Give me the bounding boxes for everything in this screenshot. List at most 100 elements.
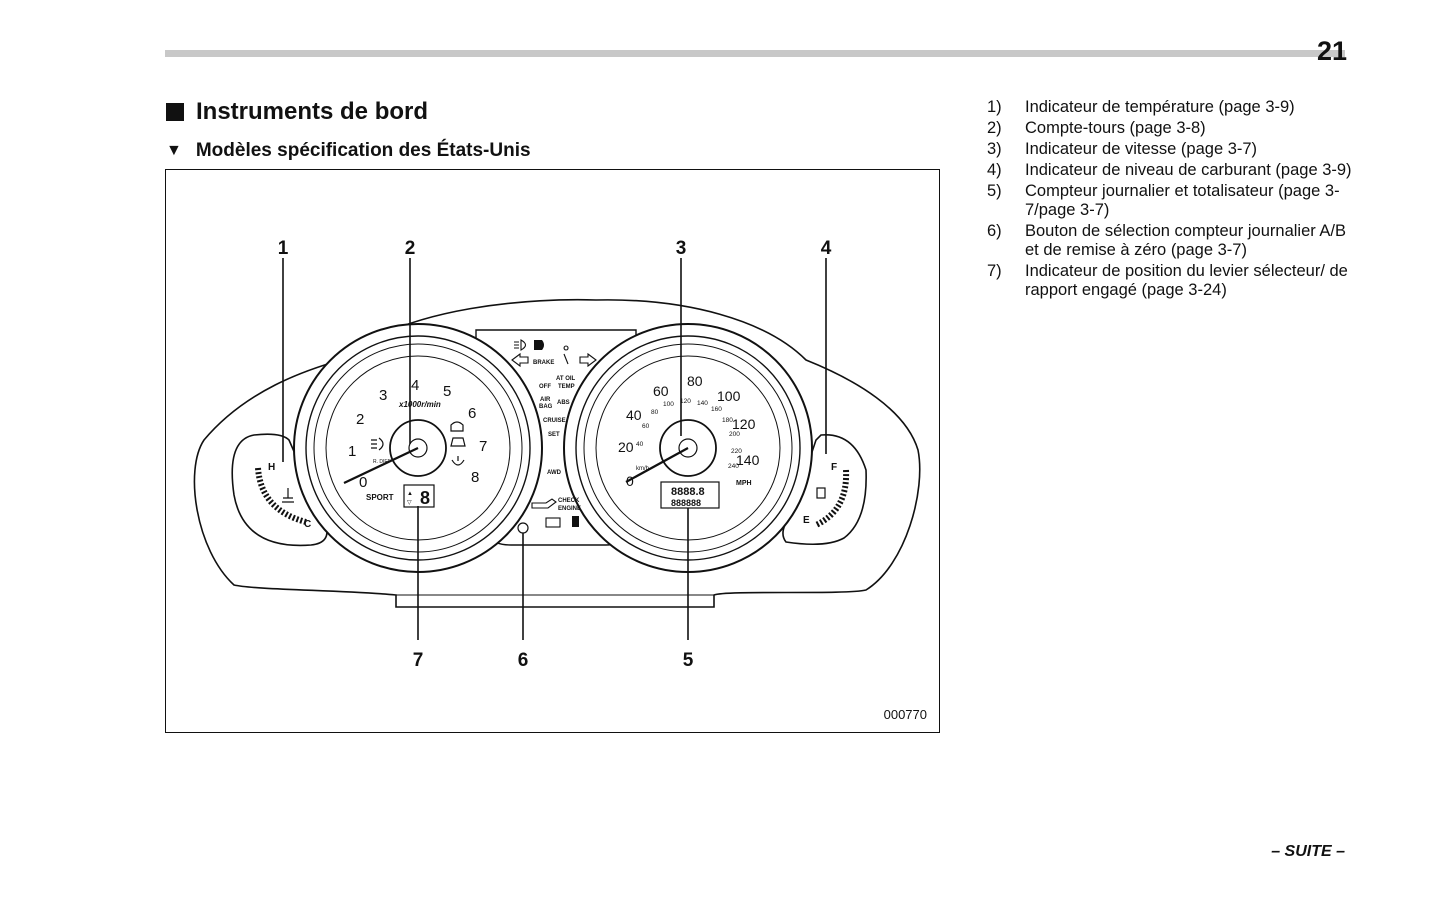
- traction-icon: [450, 437, 466, 447]
- at-oil-label: AT OIL: [556, 376, 576, 382]
- engine-label: ENGINE: [558, 506, 581, 512]
- section-title: Instruments de bord: [166, 98, 428, 126]
- kmh-tick-180: 180: [722, 417, 733, 424]
- tach-tick-0: 0: [359, 474, 367, 491]
- callout-3: 3: [676, 238, 687, 259]
- kmh-tick-140: 140: [697, 400, 708, 407]
- mph-tick-20: 20: [618, 439, 634, 455]
- fog-light-icon-center: [534, 340, 544, 350]
- kmh-unit: km/h: [636, 466, 649, 472]
- off-label: OFF: [539, 384, 551, 390]
- gear-up-arrow-icon: ▲: [407, 491, 413, 497]
- tach-tick-5: 5: [443, 383, 451, 400]
- kmh-tick-220: 220: [731, 448, 742, 455]
- kmh-tick-80: 80: [651, 409, 659, 416]
- header-rule: [165, 50, 1345, 57]
- continued-label: – SUITE –: [1271, 843, 1345, 860]
- fuel-empty-label: E: [803, 515, 810, 526]
- square-bullet-icon: [166, 103, 184, 121]
- instrument-cluster-drawing: 0 1 2 3 4 5 6 7 8 x1000r/min SPORT R. DI…: [193, 238, 921, 671]
- legend-item: 4)Indicateur de niveau de carburant (pag…: [987, 161, 1352, 179]
- speedometer-labels: 0 20 40 60 80 100 120 140 MPH km/h: [618, 373, 760, 489]
- warning-lights: BRAKE OFF AT OIL TEMP AIR BAG ABS CRUISE…: [511, 339, 597, 534]
- abs-label: ABS: [557, 400, 570, 406]
- temp-label: TEMP: [558, 384, 575, 390]
- oil-can-icon: [531, 498, 557, 509]
- headlight-icon: [514, 339, 527, 351]
- callout-1: 1: [278, 238, 289, 259]
- battery-icon: [545, 517, 561, 528]
- kmh-tick-120: 120: [680, 398, 691, 405]
- air-label: AIR: [540, 397, 551, 403]
- turn-left-icon: [511, 352, 529, 368]
- tachometer: [293, 323, 543, 573]
- fog-light-icon: [371, 437, 384, 451]
- temp-cold-label: C: [304, 519, 311, 530]
- triangle-bullet-icon: ▼: [166, 142, 182, 159]
- kmh-tick-160: 160: [711, 406, 722, 413]
- tachometer-labels: 0 1 2 3 4 5 6 7 8 x1000r/min SPORT R. DI…: [348, 377, 487, 502]
- fuel-gauge-pod: [782, 434, 867, 546]
- fuel-gauge: F E: [803, 462, 850, 528]
- callout-7: 7: [413, 650, 424, 671]
- legend-item: 5)Compteur journalier et totalisateur (p…: [987, 182, 1340, 219]
- mph-tick-140: 140: [736, 452, 760, 468]
- fuel-pump-icon-gauge: [816, 487, 826, 499]
- sub-title-text: Modèles spécification des États-Unis: [195, 140, 531, 161]
- kmh-labels: 40 60 80 100 120 140 160 180 200 220 240: [636, 398, 742, 470]
- mph-tick-0: 0: [626, 473, 634, 489]
- odometer-value: 888888: [671, 498, 701, 508]
- temp-gauge-pod: [231, 433, 328, 547]
- callout-numbers: 1 2 3 4 7 6 5: [278, 238, 832, 671]
- trip-meter-value: 8888.8: [671, 486, 705, 498]
- temp-gauge: H C: [255, 462, 311, 530]
- gear-down-arrow-icon: ▽: [407, 500, 412, 506]
- mph-tick-60: 60: [653, 383, 669, 399]
- legend-item: 6)Bouton de sélection compteur journalie…: [987, 222, 1347, 259]
- tach-rdiff-label: R. DIFF: [373, 459, 391, 465]
- brake-label: BRAKE: [533, 360, 554, 366]
- trip-reset-knob: [517, 522, 529, 534]
- defrost-icon: [450, 421, 464, 432]
- kmh-tick-40: 40: [636, 441, 644, 448]
- section-title-text: Instruments de bord: [196, 98, 429, 125]
- instrument-cluster-figure: 0 1 2 3 4 5 6 7 8 x1000r/min SPORT R. DI…: [165, 169, 940, 733]
- tach-tick-1: 1: [348, 443, 356, 460]
- fuel-full-label: F: [831, 462, 837, 473]
- callout-4: 4: [821, 238, 832, 259]
- sub-title: ▼ Modèles spécification des États-Unis: [166, 140, 531, 162]
- set-label: SET: [548, 432, 560, 438]
- fuel-pump-icon: [572, 516, 579, 527]
- tach-tick-7: 7: [479, 438, 487, 455]
- callout-6: 6: [518, 650, 529, 671]
- callout-2: 2: [405, 238, 416, 259]
- tach-tick-3: 3: [379, 387, 387, 404]
- mph-unit: MPH: [736, 480, 752, 487]
- kmh-tick-60: 60: [642, 423, 650, 430]
- tach-tick-8: 8: [471, 469, 479, 486]
- gear-digit: 8: [420, 488, 430, 508]
- gear-position-display: 8 ▲ ▽: [403, 484, 435, 508]
- callout-5: 5: [683, 650, 694, 671]
- turn-right-icon: [579, 352, 597, 368]
- tach-unit: x1000r/min: [398, 400, 441, 409]
- mph-tick-120: 120: [732, 416, 756, 432]
- legend-item: 1)Indicateur de température (page 3-9): [987, 98, 1295, 116]
- mph-tick-40: 40: [626, 407, 642, 423]
- odometer-display: 8888.8 888888: [660, 481, 720, 509]
- legend-list: 1)Indicateur de température (page 3-9) 2…: [987, 98, 1357, 302]
- legend-item: 2)Compte-tours (page 3-8): [987, 119, 1206, 137]
- temp-hot-label: H: [268, 462, 275, 473]
- mph-tick-80: 80: [687, 373, 703, 389]
- page-number: 21: [1316, 36, 1347, 66]
- awd-label: AWD: [547, 470, 562, 476]
- kmh-tick-200: 200: [729, 431, 740, 438]
- coolant-icon: [282, 488, 294, 503]
- kmh-tick-100: 100: [663, 401, 674, 408]
- seatbelt-icon: [563, 345, 569, 365]
- tach-tick-4: 4: [411, 377, 419, 394]
- legend-item: 7)Indicateur de position du levier sélec…: [987, 262, 1348, 299]
- kmh-tick-240: 240: [728, 463, 739, 470]
- tach-tick-2: 2: [356, 411, 364, 428]
- mph-tick-100: 100: [717, 388, 741, 404]
